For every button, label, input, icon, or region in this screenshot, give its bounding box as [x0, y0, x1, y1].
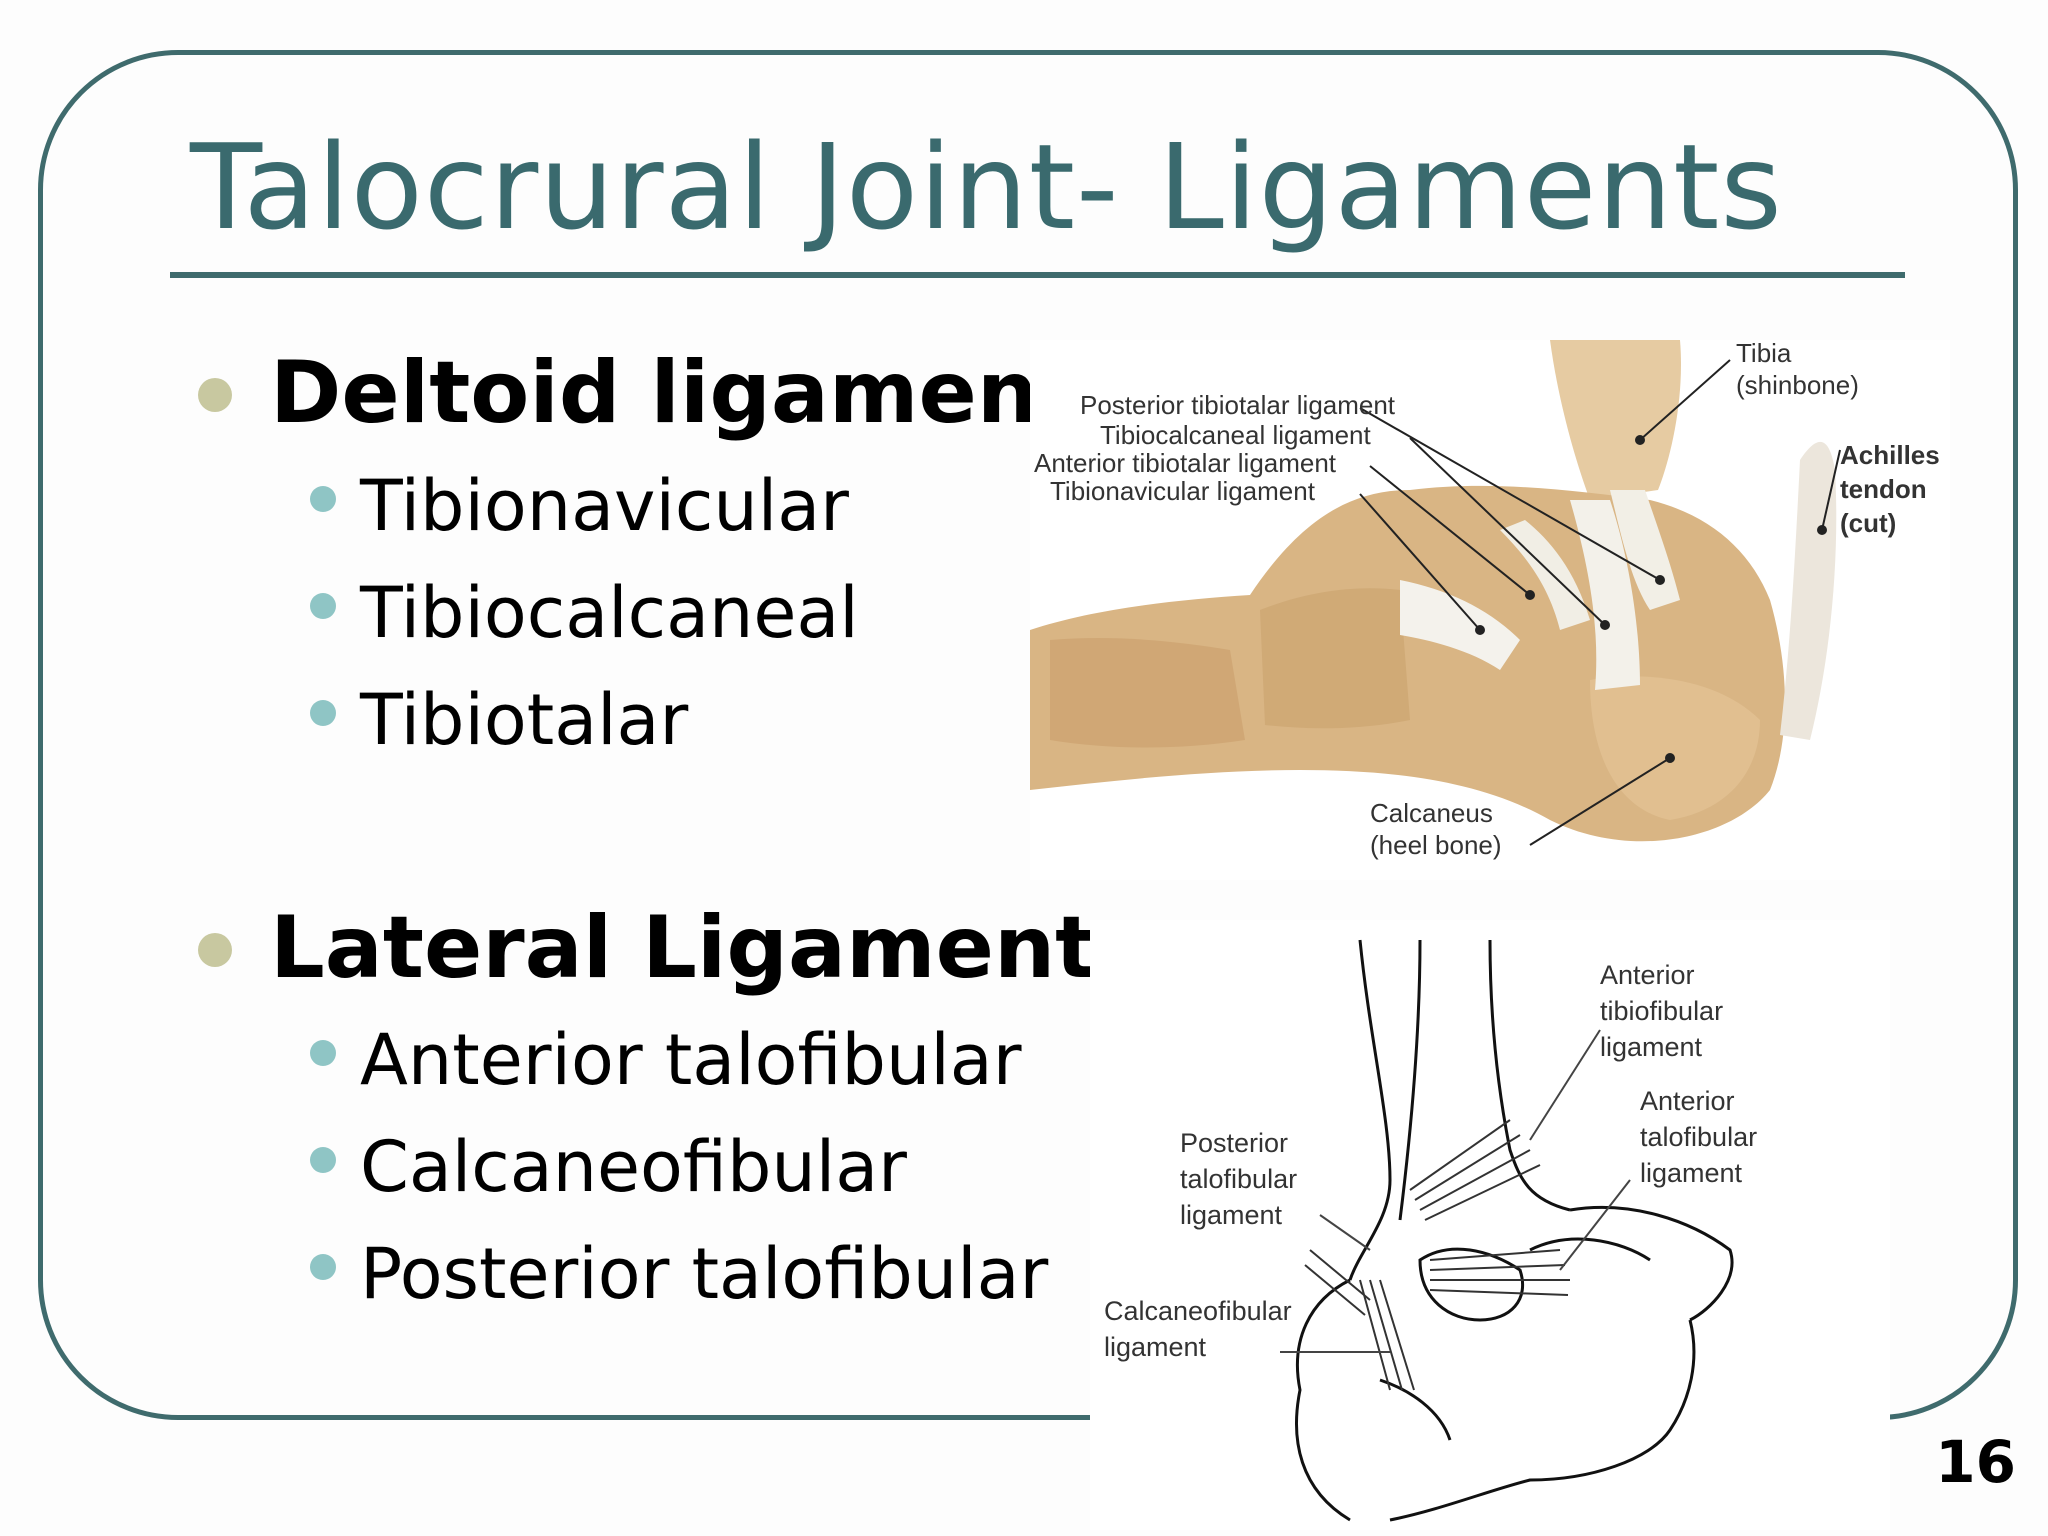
- medial-ankle-illustration: Posterior tibiotalar ligament Tibiocalca…: [1030, 340, 1950, 880]
- list-item: Tibiotalar: [360, 679, 689, 761]
- label-calcaneus-sub: (heel bone): [1370, 830, 1502, 860]
- slide-title: Talocrural Joint- Ligaments: [190, 118, 1783, 256]
- label-post-talofib-2: talofibular: [1180, 1164, 1297, 1194]
- list-item: Posterior talofibular: [360, 1233, 1049, 1315]
- bullet-dot: [198, 933, 232, 967]
- sub-bullet-dot: [310, 1040, 336, 1066]
- label-ant-tibiotalar: Anterior tibiotalar ligament: [1034, 448, 1337, 478]
- label-achilles-2: tendon: [1840, 474, 1927, 504]
- bullet-dot: [198, 378, 232, 412]
- label-ant-talofib-3: ligament: [1640, 1158, 1743, 1188]
- slide-frame: [38, 50, 2018, 1420]
- title-underline: [170, 272, 1905, 278]
- label-calcaneus: Calcaneus: [1370, 798, 1493, 828]
- page-number: 16: [1935, 1428, 2016, 1496]
- sub-bullet-dot: [310, 593, 336, 619]
- list-item: Anterior talofibular: [360, 1019, 1022, 1101]
- label-ant-tibiofib-1: Anterior: [1600, 960, 1695, 990]
- section-heading-lateral: Lateral Ligament: [270, 898, 1097, 998]
- list-item: Tibionavicular: [360, 465, 849, 547]
- label-ant-talofib-1: Anterior: [1640, 1086, 1735, 1116]
- list-item: Tibiocalcaneal: [360, 572, 859, 654]
- label-post-talofib-1: Posterior: [1180, 1128, 1288, 1158]
- label-ant-tibiofib-3: ligament: [1600, 1032, 1703, 1062]
- label-post-tibiotalar: Posterior tibiotalar ligament: [1080, 390, 1396, 420]
- label-calcaneofib-1: Calcaneofibular: [1104, 1296, 1292, 1326]
- label-tibionavicular: Tibionavicular ligament: [1050, 476, 1316, 506]
- label-tibia: Tibia: [1736, 340, 1792, 368]
- label-ant-talofib-2: talofibular: [1640, 1122, 1757, 1152]
- label-post-talofib-3: ligament: [1180, 1200, 1283, 1230]
- label-calcaneofib-2: ligament: [1104, 1332, 1207, 1362]
- sub-bullet-dot: [310, 1254, 336, 1280]
- label-ant-tibiofib-2: tibiofibular: [1600, 996, 1723, 1026]
- label-tibia-sub: (shinbone): [1736, 370, 1859, 400]
- label-achilles-3: (cut): [1840, 508, 1896, 538]
- label-tibiocalcaneal: Tibiocalcaneal ligament: [1100, 420, 1372, 450]
- sub-bullet-dot: [310, 486, 336, 512]
- list-item: Calcaneofibular: [360, 1126, 907, 1208]
- section-heading-deltoid: Deltoid ligament: [270, 343, 1080, 443]
- label-achilles-1: Achilles: [1840, 440, 1940, 470]
- sub-bullet-dot: [310, 700, 336, 726]
- sub-bullet-dot: [310, 1147, 336, 1173]
- lateral-ankle-illustration: Anterior tibiofibular ligament Anterior …: [1090, 920, 1890, 1530]
